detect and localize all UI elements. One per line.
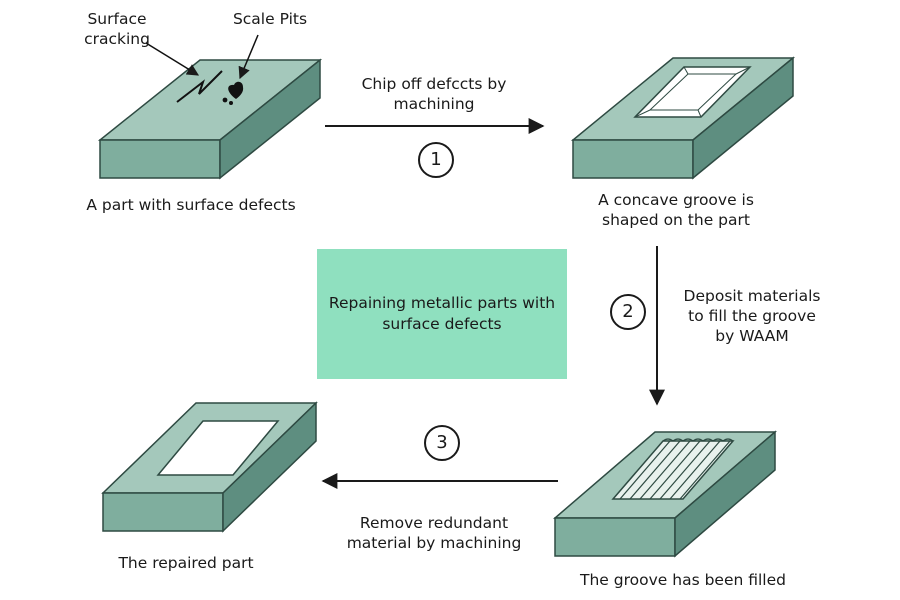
step-1-description: Chip off defccts by machining (361, 75, 507, 113)
scale-pit (228, 81, 244, 99)
surface-cracking-leader (145, 42, 200, 76)
defective-part-label: A part with surface defects (86, 196, 296, 214)
step-1-number: 1 (418, 142, 454, 178)
step-2-number: 2 (610, 294, 646, 330)
step-2-description: Deposit materials to fill the groove by … (683, 287, 821, 345)
defective-part-block (97, 58, 323, 180)
surface-cracking-label: Surface cracking (84, 10, 150, 48)
filled-part-label: The groove has been filled (580, 571, 786, 589)
weld-beads (619, 438, 734, 500)
repaired-surface (156, 420, 280, 476)
scale-pit (222, 97, 228, 103)
surface-crack (176, 70, 223, 103)
scale-pit (229, 101, 233, 105)
repaired-part-label: The repaired part (118, 554, 254, 572)
filled-part-block (552, 430, 778, 558)
grooved-part-block (570, 56, 796, 180)
repaired-part-block (101, 401, 318, 533)
scale-pits-label: Scale Pits (232, 10, 308, 28)
step-3-description: Remove redundant material by machining (346, 514, 522, 552)
diagram-title: Repaining metallic parts with surface de… (328, 294, 556, 333)
diagram-title-box: Repaining metallic parts with surface de… (317, 249, 567, 379)
step-3-number: 3 (424, 425, 460, 461)
grooved-part-label: A concave groove is shaped on the part (598, 191, 754, 229)
scale-pits-leader (238, 34, 259, 80)
